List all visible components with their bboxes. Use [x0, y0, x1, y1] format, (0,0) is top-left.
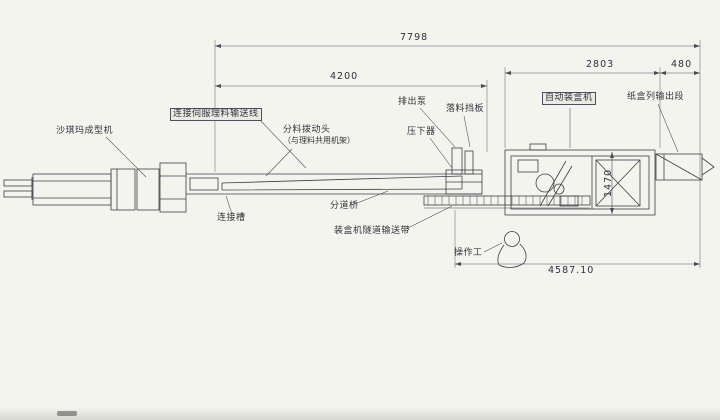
drop-baffle-body [451, 147, 463, 175]
leader-lines [105, 103, 679, 253]
dim-total-length: 7798 [400, 32, 429, 43]
label-drop-baffle: 落料挡板 [446, 104, 485, 114]
outfeed-tip [701, 157, 715, 176]
label-tunnel-conveyor: 装盒机隧道输送带 [334, 226, 411, 236]
label-divider-head: 分料拨动头 [283, 125, 331, 135]
forming-machine-body [32, 173, 112, 206]
dim-cartoner-length: 2803 [586, 59, 615, 70]
dim-outfeed-length: 480 [671, 59, 693, 70]
scan-edge-shadow [0, 407, 720, 420]
dimension-lines [214, 40, 701, 268]
label-cartoner: 自动装盒机 [542, 92, 596, 106]
label-press-device: 压下器 [407, 127, 436, 137]
label-servo-infeed: 连接伺服理料输送线 [170, 108, 262, 122]
machine-outlines [3, 143, 715, 268]
operator-head [504, 231, 520, 247]
label-divider-bridge: 分道桥 [330, 201, 359, 211]
label-forming-machine: 沙琪玛成型机 [56, 126, 114, 136]
label-operator: 操作工 [454, 248, 483, 258]
label-discharge-pump: 排出泵 [398, 97, 427, 107]
operator-body [497, 244, 505, 266]
label-connect-chute: 连接槽 [217, 213, 246, 223]
scan-smudge [57, 411, 77, 416]
outfeed-body [655, 153, 703, 181]
infeed-fork-top [3, 179, 33, 187]
dimension-arrows [215, 44, 700, 266]
dim-infeed-length: 4200 [330, 71, 359, 82]
dim-cartoner-height: 1470 [603, 168, 614, 197]
tunnel-conveyor-body [423, 195, 591, 206]
label-carton-outfeed: 纸盒列输出段 [627, 92, 685, 102]
label-divider-head-note: （与理料共用机架） [283, 136, 355, 145]
conveyor-taper [221, 175, 463, 191]
cartoner-body [504, 149, 656, 216]
infeed-fork-bottom [3, 190, 33, 198]
dim-overall-bottom: 4587.10 [548, 265, 595, 276]
